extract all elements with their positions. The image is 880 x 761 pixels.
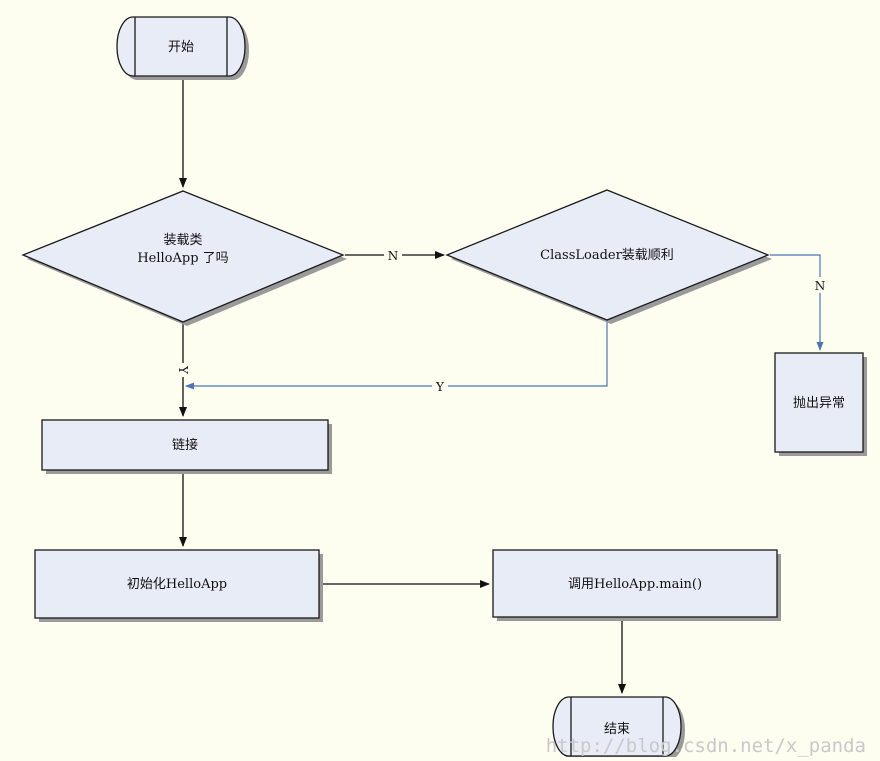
edge-label-classloader-no: N <box>815 279 826 293</box>
link-box: 链接 <box>41 419 332 474</box>
edge-label-bg <box>384 246 402 264</box>
init-label: 初始化HelloApp <box>127 577 227 592</box>
decision-loaded-label-2: HelloApp 了吗 <box>137 251 228 266</box>
decision-classloader-label: ClassLoader装载顺利 <box>540 248 674 263</box>
edge-label-bg <box>175 363 191 377</box>
throw-exception-label: 抛出异常 <box>793 396 845 411</box>
watermark-text: http://blog.csdn.net/x_panda <box>546 735 866 757</box>
call-main-label: 调用HelloApp.main() <box>568 577 702 592</box>
call-main-box: 调用HelloApp.main() <box>492 549 781 621</box>
decision-loaded: 装载类 HelloApp 了吗 <box>21 190 347 326</box>
edge-label-bg <box>812 277 828 293</box>
edge-label-loaded-yes: Y <box>176 365 190 375</box>
decision-classloader: ClassLoader装载顺利 <box>445 189 772 324</box>
edge-classloader-yes-to-link <box>185 320 608 390</box>
start-label: 开始 <box>168 40 194 55</box>
end-terminal: 结束 <box>552 696 685 760</box>
decision-loaded-label-1: 装载类 <box>163 233 202 248</box>
end-label: 结束 <box>604 722 630 737</box>
init-box: 初始化HelloApp <box>34 549 323 622</box>
link-label: 链接 <box>172 437 198 453</box>
edges: N N Y Y <box>175 80 828 694</box>
edge-label-loaded-no: N <box>388 249 399 263</box>
edge-classloader-no-to-exception <box>770 254 824 351</box>
edge-label-bg <box>432 378 448 394</box>
edge-label-classloader-yes: Y <box>435 380 445 394</box>
start-terminal: 开始 <box>116 16 249 80</box>
throw-exception-box: 抛出异常 <box>774 352 867 456</box>
